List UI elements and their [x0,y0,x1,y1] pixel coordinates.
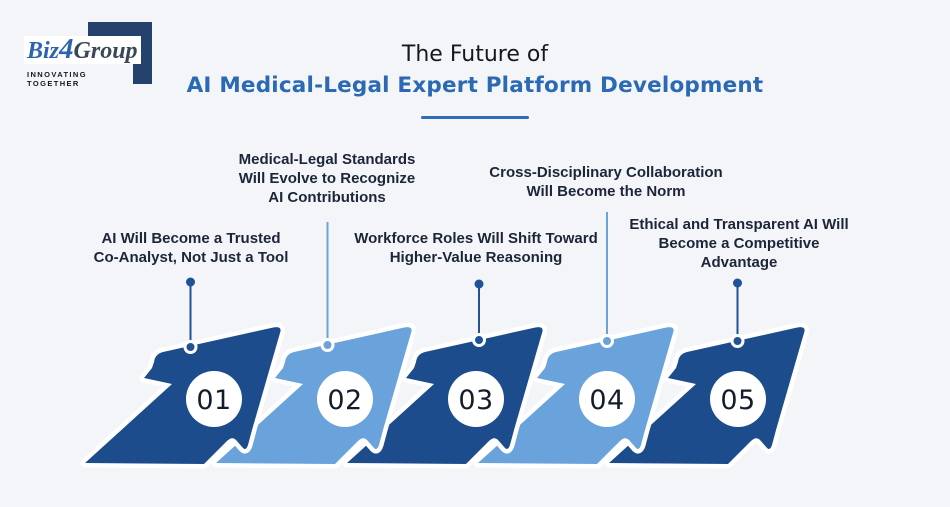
step-label-line: AI Contributions [268,189,386,206]
step-circle-4 [579,371,635,427]
connector-anchor-dot [320,338,335,352]
step-label-line: Ethical and Transparent AI Will [629,216,849,233]
arrow-shape-1 [85,327,281,464]
step-label-line: Co-Analyst, Not Just a Tool [93,249,289,266]
step-label-line: Will Become the Norm [526,183,686,200]
step-label-line: Become a Competitive [658,235,820,252]
connector-4 [600,212,614,348]
connector-3 [472,279,486,347]
logo-brand-number: 4 [59,33,74,65]
logo-brand-suffix: Group [73,38,138,64]
step-circle-1 [186,371,242,427]
biz4group-logo: Biz4Group INNOVATING TOGETHER [0,0,190,100]
logo-tagline: INNOVATING TOGETHER [27,70,87,88]
step-circle-5 [710,371,766,427]
connector-anchor-dot [600,334,614,348]
step-number-2: 02 [327,385,362,416]
step-label-line: Workforce Roles Will Shift Toward [354,230,598,247]
title-underline [421,116,529,119]
step-label-line: Advantage [700,254,778,271]
page-title-line2: AI Medical-Legal Expert Platform Develop… [186,73,764,98]
connector-anchor-dot [183,340,198,354]
step-label-1: AI Will Become a Trusted Co-Analyst, Not… [94,229,289,267]
step-number-1: 01 [196,385,231,416]
connector-2 [320,222,335,352]
page-title-line1: The Future of [401,42,549,67]
step-number-5: 05 [720,385,755,416]
step-label-line: Cross-Disciplinary Collaboration [489,164,723,181]
step-label-2: Medical-Legal Standards Will Evolve to R… [239,150,416,207]
step-label-4: Cross-Disciplinary Collaboration Will Be… [489,163,722,201]
step-label-3: Workforce Roles Will Shift Toward Higher… [354,229,598,267]
connector-top-dot [733,278,742,288]
step-circle-3 [448,371,504,427]
step-number-3: 03 [458,385,493,416]
connector-top-dot [474,279,484,289]
step-label-5: Ethical and Transparent AI Will Become a… [629,215,848,272]
connector-1 [183,277,198,354]
step-label-line: Medical-Legal Standards [238,151,416,168]
connector-top-dot [186,277,195,287]
connector-5 [730,278,745,348]
step-label-line: Will Evolve to Recognize [238,170,416,187]
logo-brand-text: Biz4Group [24,33,141,65]
step-label-line: AI Will Become a Trusted [101,230,281,247]
connector-anchor-dot [472,333,486,347]
step-number-4: 04 [589,385,624,416]
step-circle-2 [317,371,373,427]
connector-anchor-dot [730,334,745,348]
logo-brand-prefix: Biz [27,38,60,64]
step-label-line: Higher-Value Reasoning [389,249,563,266]
